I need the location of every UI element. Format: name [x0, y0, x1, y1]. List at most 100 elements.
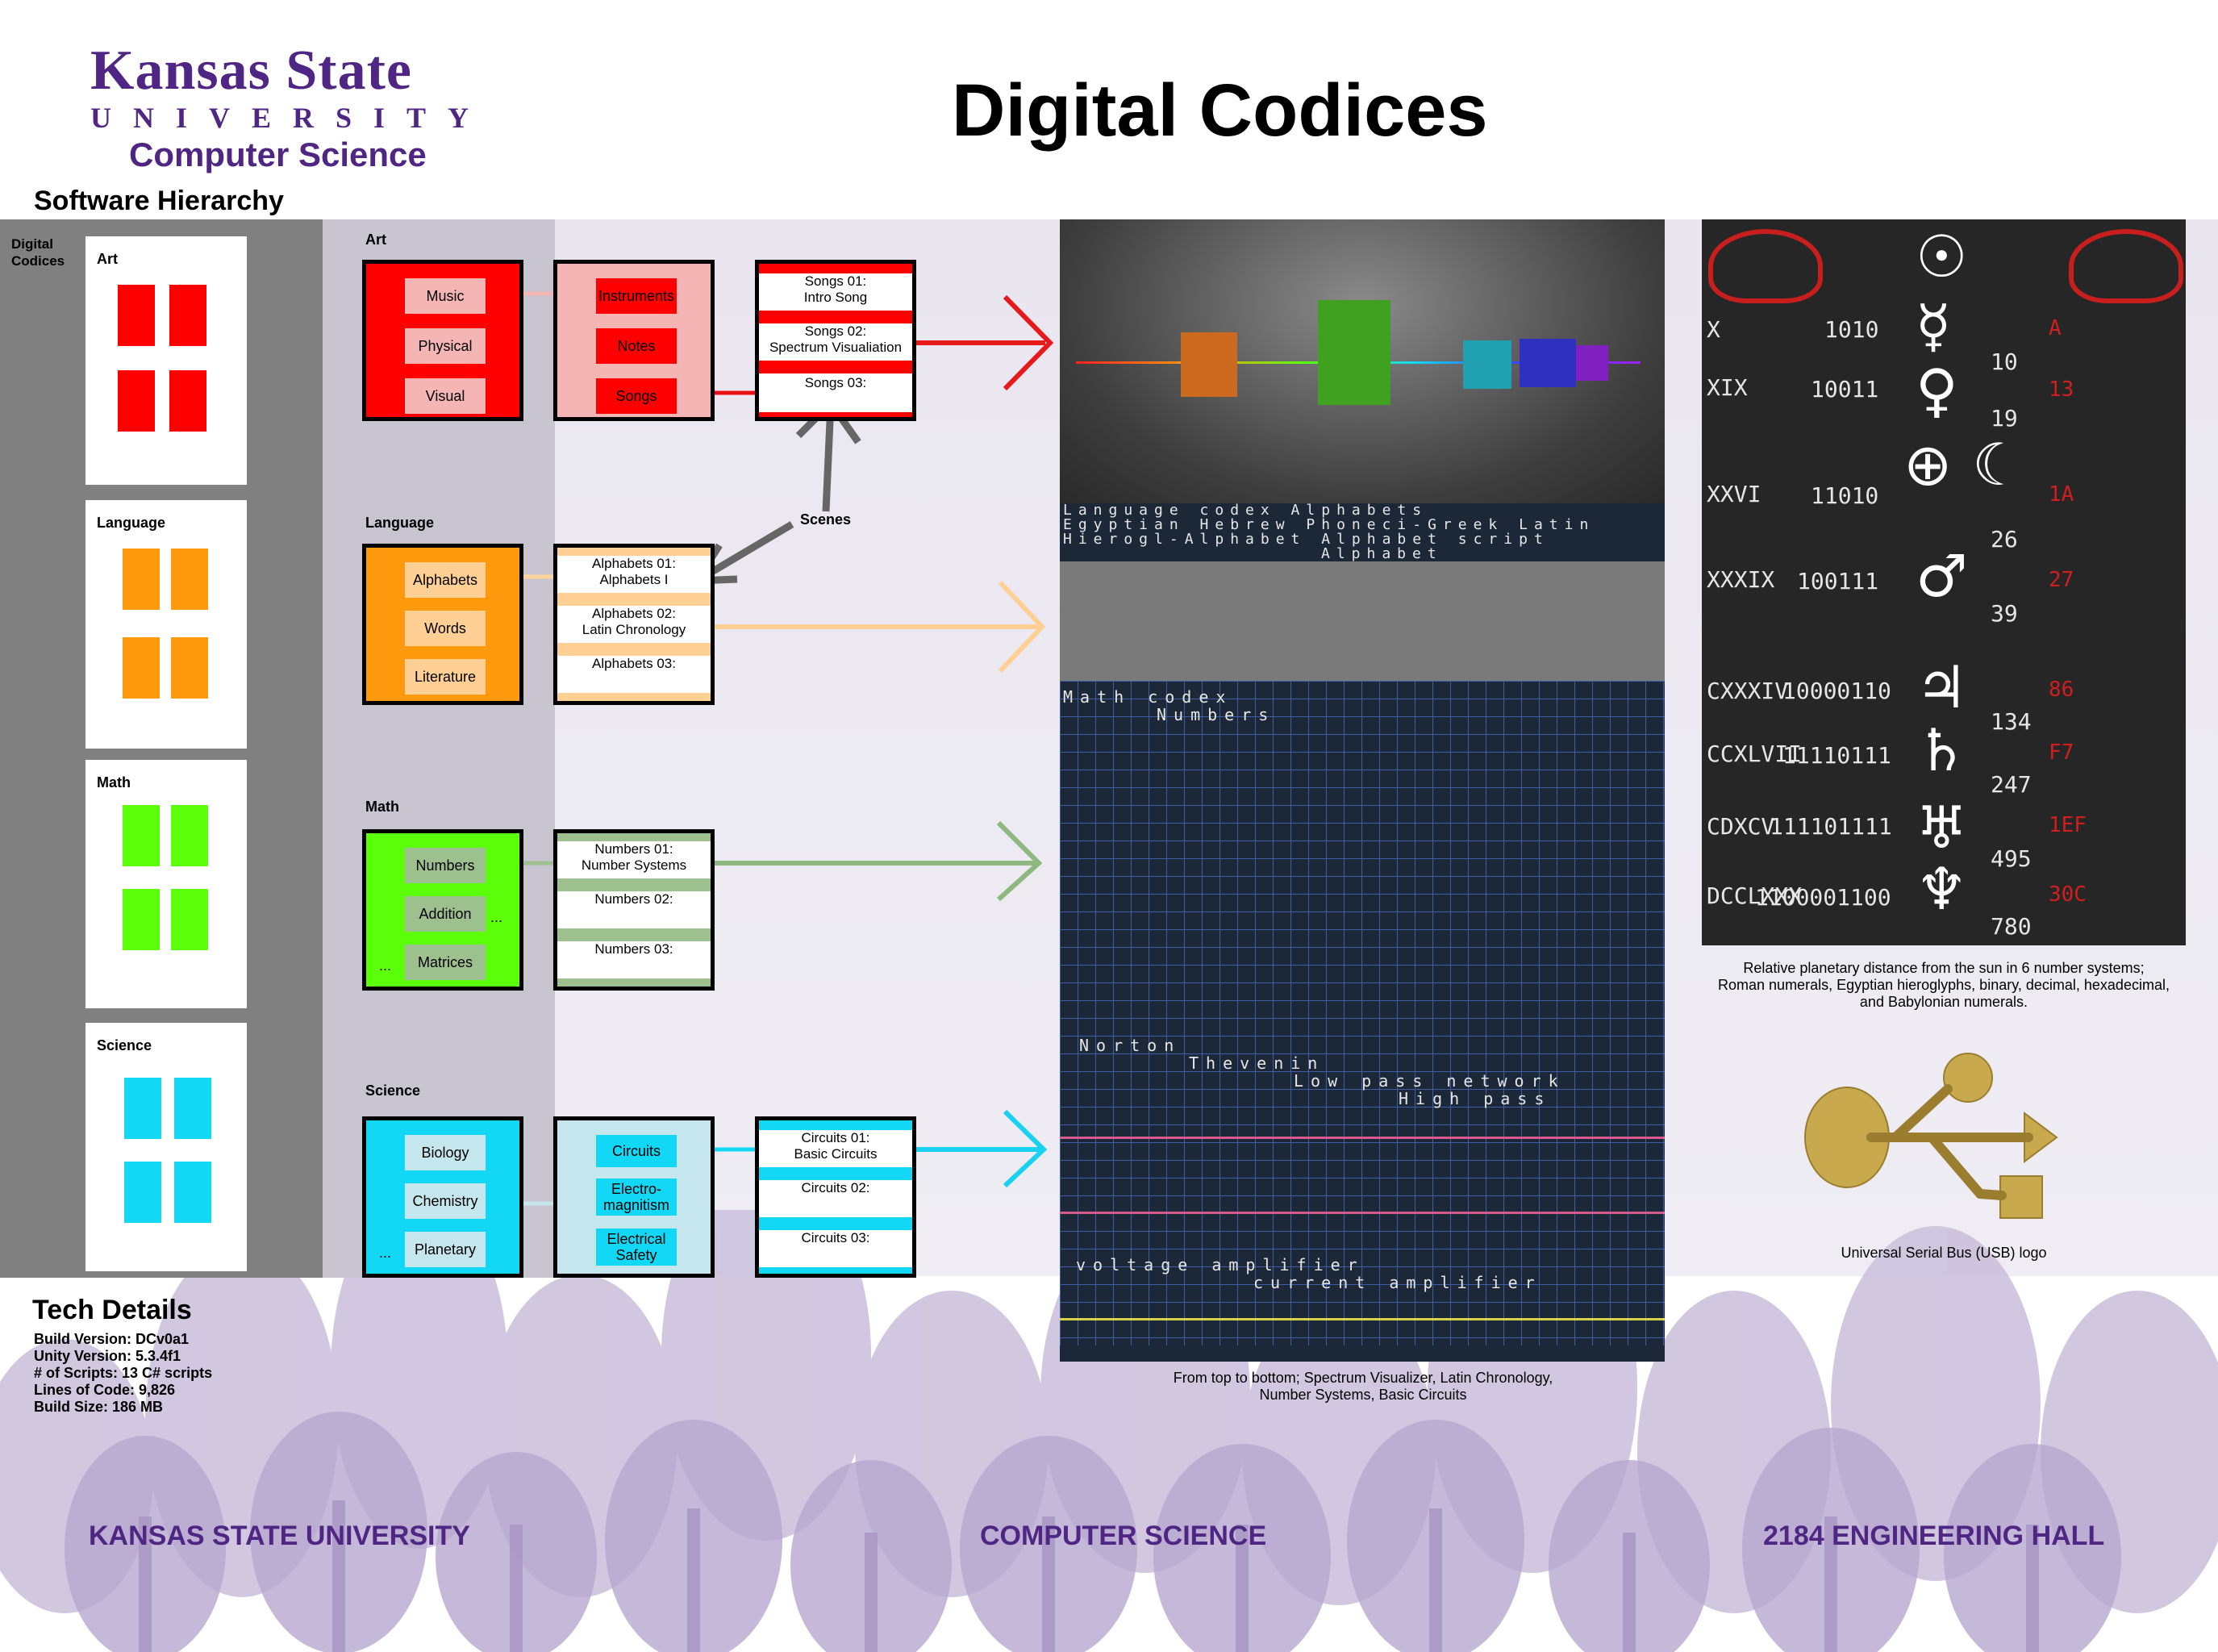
moon-symbol-icon: ☾ — [1972, 431, 2024, 499]
scene-circuits-01[interactable]: Circuits 01: Basic Circuits — [759, 1130, 912, 1167]
category-card-label: Math — [97, 774, 131, 791]
scene-alphabets-03[interactable]: Alphabets 03: — [557, 656, 711, 693]
hex-value: 30C — [2049, 882, 2087, 907]
circuit-row — [1060, 1137, 1665, 1214]
codex-row-label: voltage amplifier — [1076, 1255, 1365, 1274]
category-block — [123, 805, 160, 866]
section-label-language: Language — [365, 515, 435, 531]
hex-value: 13 — [2049, 378, 2074, 402]
codex-row-label: High pass — [1399, 1089, 1552, 1108]
subtopic-songs[interactable]: Songs — [596, 378, 677, 414]
university-logo-wordmark: Kansas State — [90, 40, 412, 102]
footer-university: KANSAS STATE UNIVERSITY — [89, 1521, 470, 1551]
scene-numbers-02[interactable]: Numbers 02: — [557, 891, 711, 928]
number-systems-grid: Math codex Numbers Norton Thevenin Low p… — [1060, 681, 1665, 1345]
language-scenes-box: Alphabets 01: Alphabets I Alphabets 02: … — [553, 544, 715, 705]
topic-chemistry[interactable]: Chemistry — [405, 1183, 486, 1219]
hex-value: 86 — [2049, 678, 2074, 702]
category-card-label: Science — [97, 1037, 152, 1053]
spectrum-bar — [1576, 345, 1608, 381]
decimal-value: 26 — [1991, 526, 2018, 553]
scenes-label: Scenes — [800, 511, 852, 528]
scene-alphabets-02[interactable]: Alphabets 02: Latin Chronology — [557, 606, 711, 643]
topic-visual[interactable]: Visual — [405, 378, 486, 414]
scene-songs-02[interactable]: Songs 02: Spectrum Visualiation — [759, 323, 912, 361]
circuit-row — [1060, 1318, 1665, 1345]
latin-chronology-scene: Language codex Alphabets Egyptian Hebrew… — [1060, 503, 1665, 681]
scene-songs-01[interactable]: Songs 01: Intro Song — [759, 273, 912, 311]
category-block — [174, 1078, 211, 1139]
category-block — [123, 637, 160, 699]
venus-symbol-icon: ♀ — [1916, 357, 1958, 424]
screenshot-caption: From top to bottom; Spectrum Visualizer,… — [1173, 1370, 1553, 1403]
jupiter-symbol-icon: ♃ — [1916, 653, 1968, 721]
earth-symbol-icon: ⊕ — [1903, 431, 1953, 499]
department-logo-text: Computer Science — [129, 136, 427, 173]
topic-numbers[interactable]: Numbers — [405, 848, 486, 883]
category-block — [171, 549, 208, 610]
decimal-value: 495 — [1991, 845, 2032, 872]
section-label-math: Math — [365, 799, 399, 815]
scene-circuits-02[interactable]: Circuits 02: — [759, 1180, 912, 1217]
codex-row-label: Norton — [1079, 1036, 1182, 1055]
science-topic-box: Biology Chemistry Planetary ... — [362, 1116, 523, 1278]
subtopic-electrical-safety[interactable]: Electrical Safety — [596, 1229, 677, 1266]
topic-addition[interactable]: Addition — [405, 896, 486, 932]
topic-physical[interactable]: Physical — [405, 328, 486, 364]
codex-row-label: Numbers — [1157, 705, 1276, 724]
scene-circuits-03[interactable]: Circuits 03: — [759, 1230, 912, 1267]
math-scenes-box: Numbers 01: Number Systems Numbers 02: N… — [553, 829, 715, 991]
tech-detail-line: Unity Version: 5.3.4f1 — [34, 1348, 181, 1364]
subtopic-electromagnetism[interactable]: Electro- magnitism — [596, 1179, 677, 1216]
topic-literature[interactable]: Literature — [405, 659, 486, 695]
mercury-symbol-icon: ☿ — [1916, 292, 1952, 360]
codex-row-label: current amplifier — [1253, 1273, 1542, 1292]
sun-symbol-icon: ☉ — [1916, 223, 1968, 290]
spectrum-bar — [1181, 332, 1237, 397]
topic-words[interactable]: Words — [405, 611, 486, 646]
section-label-art: Art — [365, 232, 386, 248]
planetary-caption: Relative planetary distance from the sun… — [1718, 960, 2170, 1010]
topic-music[interactable]: Music — [405, 278, 486, 314]
scene-songs-03[interactable]: Songs 03: — [759, 373, 912, 412]
planetary-distance-panel: ☉ ☿ ♀ ⊕ ☾ ♂ ♃ ♄ ♅ ♆ X XIX XXVI XXXIX CXX… — [1702, 219, 2186, 945]
spectrum-bar — [1520, 339, 1576, 387]
category-block — [124, 1162, 161, 1223]
decimal-value: 780 — [1991, 913, 2032, 940]
topic-alphabets[interactable]: Alphabets — [405, 562, 486, 598]
scene-alphabets-01[interactable]: Alphabets 01: Alphabets I — [557, 556, 711, 593]
eye-of-horus-icon — [1708, 229, 1823, 303]
poster-title: Digital Codices — [952, 69, 1488, 152]
codex-row-label: Math codex — [1063, 687, 1233, 707]
category-card-language: Language — [85, 500, 247, 749]
art-scenes-box: Songs 01: Intro Song Songs 02: Spectrum … — [755, 260, 916, 421]
codex-row-label: Alphabet — [1321, 545, 1443, 562]
topic-ellipsis: ... — [490, 909, 503, 925]
binary-value: 11010 — [1811, 482, 1879, 509]
scene-numbers-01[interactable]: Numbers 01: Number Systems — [557, 841, 711, 878]
category-block — [174, 1162, 211, 1223]
hex-value: 1A — [2049, 482, 2074, 507]
topic-ellipsis: ... — [379, 1245, 392, 1261]
topic-matrices[interactable]: Matrices — [405, 945, 486, 980]
binary-value: 1010 — [1824, 316, 1879, 343]
spectrum-visualizer-scene — [1060, 219, 1665, 503]
decimal-value: 247 — [1991, 771, 2032, 798]
university-logo-subline: UNIVERSITY — [90, 102, 491, 134]
subtopic-notes[interactable]: Notes — [596, 328, 677, 364]
category-block — [171, 805, 208, 866]
footer-department: COMPUTER SCIENCE — [980, 1521, 1267, 1551]
hierarchy-root-label: Digital Codices — [11, 236, 65, 269]
scene-numbers-03[interactable]: Numbers 03: — [557, 941, 711, 978]
topic-biology[interactable]: Biology — [405, 1135, 486, 1170]
topic-planetary[interactable]: Planetary — [405, 1232, 486, 1267]
art-subtopic-box: Instruments Notes Songs — [553, 260, 715, 421]
subtopic-instruments[interactable]: Instruments — [596, 278, 677, 314]
subtopic-circuits[interactable]: Circuits — [596, 1135, 677, 1167]
hex-value: F7 — [2049, 740, 2074, 765]
binary-value: 111101111 — [1770, 813, 1892, 840]
spectrum-bar — [1318, 300, 1390, 405]
category-card-math: Math — [85, 760, 247, 1008]
game-screenshot-panel: Language codex Alphabets Egyptian Hebrew… — [1060, 219, 1665, 1362]
codex-row-label: Low pass network — [1294, 1071, 1566, 1091]
